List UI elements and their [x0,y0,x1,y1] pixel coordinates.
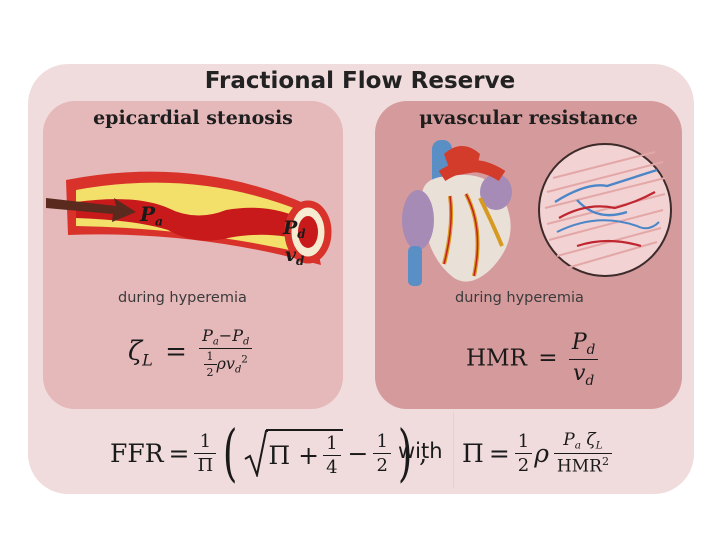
left-panel-heading: epicardial stenosis [93,107,293,129]
bottom-divider [453,412,454,488]
venule [554,168,658,217]
sqrt-symbol [244,430,269,477]
left-atrium [402,190,434,250]
figure-title: Fractional Flow Reserve [204,68,516,94]
right-condition-label: during hyperemia [455,290,584,306]
stenosed-vessel-illustration [46,171,332,265]
hmr-formula: HMR = Pd vd [466,330,599,389]
right-panel-heading: μvascular resistance [419,107,638,129]
lumen [76,199,308,242]
microvasculature-inset [538,143,672,277]
with-label: with [398,439,443,463]
left-condition-label: during hyperemia [118,290,247,306]
right-atrium [480,174,512,210]
flow-arrow [46,198,136,222]
pressure-label-pa: Pa [140,202,164,229]
heart-illustration [402,140,512,286]
pressure-label-pd: Pd [283,217,306,242]
velocity-label-vd: vd [285,244,305,269]
arteriole [558,191,656,248]
